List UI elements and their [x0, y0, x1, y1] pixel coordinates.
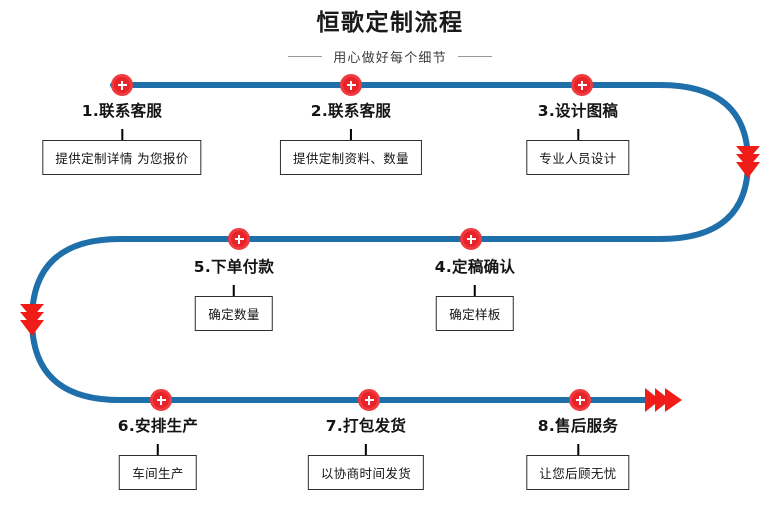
step-stem-2 — [349, 129, 352, 140]
turn-arrow-right-icon — [736, 146, 760, 178]
step-stem-4 — [473, 285, 476, 296]
diagram-header: 恒歌定制流程 用心做好每个细节 — [0, 0, 780, 66]
step-stem-6 — [156, 444, 159, 455]
step-item-7[interactable]: 7.打包发货 以协商时间发货 — [307, 414, 425, 490]
step-node-4[interactable] — [460, 228, 482, 250]
step-label-1: 1.联系客服 — [81, 102, 163, 120]
step-node-1[interactable] — [111, 74, 133, 96]
step-item-5[interactable]: 5.下单付款 确定数量 — [194, 255, 274, 331]
subtitle-row: 用心做好每个细节 — [0, 47, 780, 66]
step-label-3: 3.设计图稿 — [537, 102, 619, 120]
step-detail-4: 确定样板 — [436, 296, 514, 331]
flow-line-top — [110, 82, 752, 242]
step-item-6[interactable]: 6.安排生产 车间生产 — [118, 414, 198, 490]
page-title: 恒歌定制流程 — [316, 10, 464, 36]
turn-arrow-left-icon — [20, 304, 44, 336]
step-item-3[interactable]: 3.设计图稿 专业人员设计 — [526, 99, 630, 175]
step-stem-5 — [232, 285, 235, 296]
step-stem-3 — [577, 129, 579, 140]
step-stem-7 — [365, 444, 367, 455]
step-detail-3: 专业人员设计 — [526, 140, 630, 175]
step-detail-8: 让您后顾无忧 — [526, 455, 630, 490]
step-stem-8 — [577, 444, 579, 455]
step-node-8[interactable] — [569, 389, 591, 411]
step-label-5: 5.下单付款 — [193, 258, 275, 276]
step-label-4: 4.定稿确认 — [434, 258, 516, 276]
step-node-3[interactable] — [571, 74, 593, 96]
step-item-2[interactable]: 2.联系客服 提供定制资料、数量 — [279, 99, 423, 175]
step-label-6: 6.安排生产 — [117, 417, 199, 435]
step-label-8: 8.售后服务 — [537, 417, 619, 435]
subtitle-right-dash — [457, 55, 492, 57]
step-detail-5: 确定数量 — [195, 296, 273, 331]
step-detail-2: 提供定制资料、数量 — [279, 140, 423, 175]
step-node-7[interactable] — [358, 389, 380, 411]
step-detail-1: 提供定制详情 为您报价 — [42, 140, 202, 175]
flow-end-arrow-icon — [645, 388, 682, 412]
step-item-4[interactable]: 4.定稿确认 确定样板 — [435, 255, 515, 331]
step-label-7: 7.打包发货 — [325, 417, 407, 435]
step-detail-6: 车间生产 — [119, 455, 197, 490]
flow-line-middle — [28, 236, 663, 403]
step-item-1[interactable]: 1.联系客服 提供定制详情 为您报价 — [42, 99, 202, 175]
page-subtitle: 用心做好每个细节 — [333, 50, 447, 66]
step-label-2: 2.联系客服 — [310, 102, 392, 120]
step-node-5[interactable] — [228, 228, 250, 250]
subtitle-left-dash — [288, 55, 323, 57]
step-node-6[interactable] — [150, 389, 172, 411]
step-node-2[interactable] — [340, 74, 362, 96]
step-item-8[interactable]: 8.售后服务 让您后顾无忧 — [526, 414, 630, 490]
step-detail-7: 以协商时间发货 — [307, 455, 425, 490]
step-stem-1 — [121, 129, 123, 140]
